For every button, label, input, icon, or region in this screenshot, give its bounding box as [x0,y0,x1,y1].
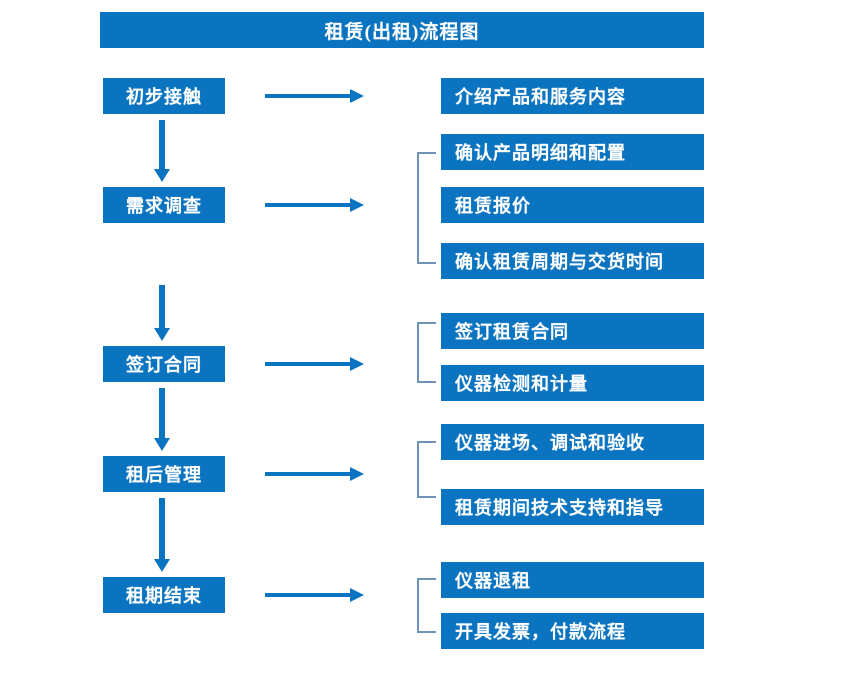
arrow-shaft [159,388,165,438]
arrow-head [350,588,364,602]
vertical-arrow-icon-4 [154,498,170,572]
horizontal-arrow-icon-1 [265,89,364,103]
arrow-shaft [159,498,165,559]
stage-box-签订合同[interactable]: 签订合同 [103,346,225,382]
arrow-head [154,169,170,182]
detail-box-仪器退租[interactable]: 仪器退租 [441,562,704,598]
vertical-arrow-icon-2 [154,285,170,341]
detail-box-介绍产品和服务内容[interactable]: 介绍产品和服务内容 [441,78,704,114]
arrow-head [154,328,170,341]
stage-box-租后管理[interactable]: 租后管理 [103,456,225,492]
group-bracket-2 [417,152,436,264]
vertical-arrow-icon-1 [154,120,170,182]
group-bracket-5 [417,578,436,633]
arrow-head [350,467,364,481]
arrow-shaft [265,203,351,207]
group-bracket-3 [417,322,436,383]
detail-box-确认产品明细和配置[interactable]: 确认产品明细和配置 [441,134,704,170]
arrow-head [154,559,170,572]
arrow-shaft [159,285,165,328]
stage-box-初步接触[interactable]: 初步接触 [103,78,225,114]
arrow-shaft [159,120,165,169]
detail-box-仪器检测和计量[interactable]: 仪器检测和计量 [441,365,704,401]
arrow-shaft [265,362,351,366]
arrow-shaft [265,472,351,476]
detail-box-开具发票付款流程[interactable]: 开具发票，付款流程 [441,613,704,649]
diagram-title: 租赁(出租)流程图 [100,12,704,48]
detail-box-签订租赁合同[interactable]: 签订租赁合同 [441,313,704,349]
horizontal-arrow-icon-4 [265,467,364,481]
detail-box-租赁报价[interactable]: 租赁报价 [441,187,704,223]
horizontal-arrow-icon-2 [265,198,364,212]
vertical-arrow-icon-3 [154,388,170,451]
stage-box-需求调查[interactable]: 需求调查 [103,187,225,223]
arrow-head [350,89,364,103]
horizontal-arrow-icon-5 [265,588,364,602]
arrow-shaft [265,94,351,98]
arrow-head [350,198,364,212]
group-bracket-4 [417,441,436,498]
detail-box-租赁期间技术支持和指导[interactable]: 租赁期间技术支持和指导 [441,489,704,525]
arrow-shaft [265,593,351,597]
arrow-head [154,438,170,451]
horizontal-arrow-icon-3 [265,357,364,371]
arrow-head [350,357,364,371]
detail-box-确认租赁周期与交货时间[interactable]: 确认租赁周期与交货时间 [441,243,704,279]
detail-box-仪器进场调试和验收[interactable]: 仪器进场、调试和验收 [441,424,704,460]
stage-box-租期结束[interactable]: 租期结束 [103,577,225,613]
